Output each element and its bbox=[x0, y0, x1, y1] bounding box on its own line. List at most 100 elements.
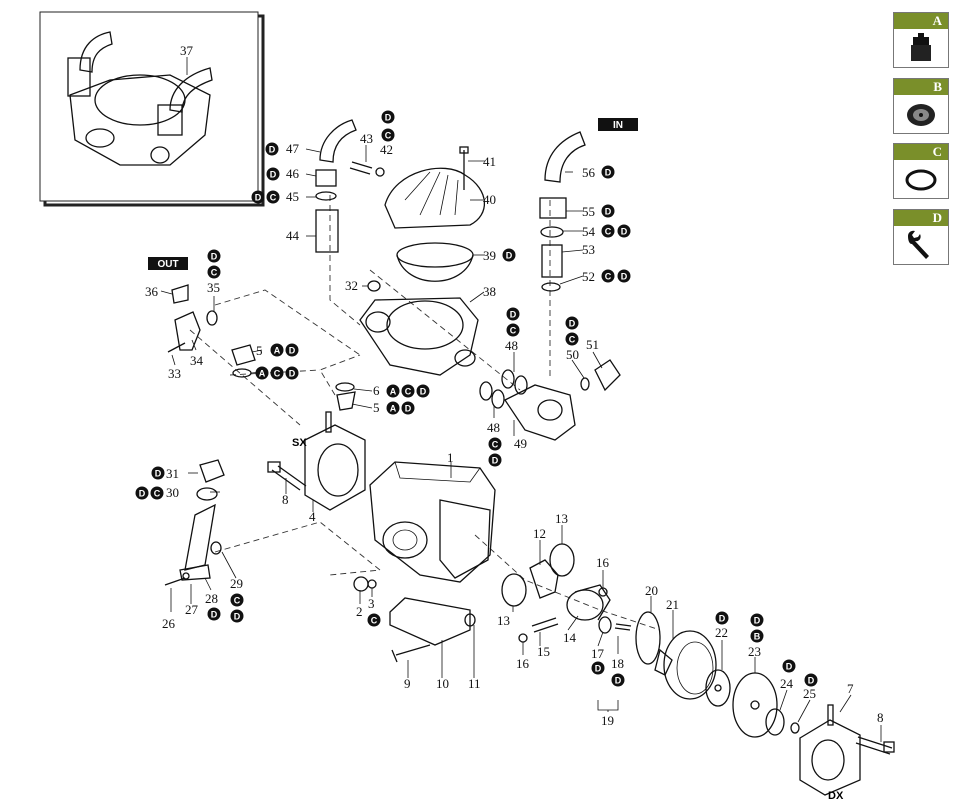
kit-badge-letter: C bbox=[605, 272, 612, 282]
kit-badge-d bbox=[782, 659, 796, 673]
out-tag: OUT bbox=[148, 257, 188, 270]
kit-badge-letter: C bbox=[274, 369, 281, 379]
kit-badge-letter: D bbox=[615, 676, 622, 686]
part-3: 3 bbox=[368, 596, 375, 611]
kit-badge-letter: D bbox=[255, 193, 262, 203]
kit-badge-letter: D bbox=[621, 272, 628, 282]
kit-badge-letter: C bbox=[385, 131, 392, 141]
part-25: 25 bbox=[803, 686, 816, 701]
kit-badge-letter: D bbox=[139, 489, 146, 499]
o-ring-icon bbox=[905, 169, 937, 191]
part-47: 47 bbox=[286, 141, 300, 156]
part-5b: 5 bbox=[373, 400, 380, 415]
part-24: 24 bbox=[780, 676, 794, 691]
part-5a: 5 bbox=[256, 343, 263, 358]
kit-badge-d bbox=[251, 190, 265, 204]
kit-badge-letter: D bbox=[510, 310, 517, 320]
kit-badge-letter: D bbox=[211, 610, 218, 620]
kit-badge-letter: D bbox=[289, 369, 296, 379]
part-17: 17 bbox=[591, 646, 605, 661]
part-16a: 16 bbox=[596, 555, 610, 570]
kit-legend-a: A bbox=[893, 12, 949, 68]
kit-legend-c: C bbox=[893, 143, 949, 199]
kit-badge-letter: D bbox=[270, 170, 277, 180]
kit-badge-letter: D bbox=[234, 612, 241, 622]
kit-badge-d bbox=[611, 673, 625, 687]
kit-badge-letter: D bbox=[289, 346, 296, 356]
part-23: 23 bbox=[748, 644, 761, 659]
kit-badge-d bbox=[601, 204, 615, 218]
kit-badge-letter: C bbox=[371, 616, 378, 626]
part-10: 10 bbox=[436, 676, 449, 691]
part-29: 29 bbox=[230, 576, 243, 591]
kit-badge-c bbox=[488, 437, 502, 451]
part-49: 49 bbox=[514, 436, 527, 451]
part-53: 53 bbox=[582, 242, 595, 257]
kit-badge-d bbox=[265, 142, 279, 156]
kit-badge-letter: D bbox=[621, 227, 628, 237]
kit-badge-letter: C bbox=[234, 596, 241, 606]
part-8b: 8 bbox=[877, 710, 884, 725]
in-tag: IN bbox=[598, 118, 638, 131]
kit-badge-letter: D bbox=[605, 168, 612, 178]
kit-badge-c bbox=[565, 332, 579, 346]
kit-badge-letter: D bbox=[786, 662, 793, 672]
part-1: 1 bbox=[447, 450, 454, 465]
part-8a: 8 bbox=[282, 492, 289, 507]
kit-badge-b bbox=[750, 629, 764, 643]
part-39: 39 bbox=[483, 248, 496, 263]
kit-badge-letter: C bbox=[270, 193, 277, 203]
valve-icon bbox=[911, 33, 931, 61]
wrench-icon bbox=[908, 230, 929, 259]
part-56: 56 bbox=[582, 165, 596, 180]
kit-badge-letter: D bbox=[595, 664, 602, 674]
part-18: 18 bbox=[611, 656, 624, 671]
kit-badge-letter: D bbox=[754, 616, 761, 626]
part-27: 27 bbox=[185, 602, 199, 617]
part-46: 46 bbox=[286, 166, 300, 181]
part-22: 22 bbox=[715, 625, 728, 640]
kit-badge-d bbox=[617, 224, 631, 238]
kit-badge-letter: D bbox=[808, 676, 815, 686]
leader-lines bbox=[160, 57, 882, 742]
part-26: 26 bbox=[162, 616, 176, 631]
kit-badge-letter: D bbox=[605, 207, 612, 217]
kit-badge-a bbox=[386, 384, 400, 398]
part-14: 14 bbox=[563, 630, 577, 645]
part-42: 42 bbox=[380, 142, 393, 157]
dx-label: DX bbox=[828, 790, 844, 802]
kit-badge-a bbox=[255, 366, 269, 380]
part-numbers: 1 2 3 4 5 5 6 6 7 8 8 9 10 11 12 13 13 1… bbox=[145, 43, 884, 728]
part-50: 50 bbox=[566, 347, 579, 362]
part-38: 38 bbox=[483, 284, 496, 299]
part-40: 40 bbox=[483, 192, 496, 207]
part-41: 41 bbox=[483, 154, 496, 169]
kit-badge-c bbox=[270, 366, 284, 380]
part-6b: 6 bbox=[373, 383, 380, 398]
part-12: 12 bbox=[533, 526, 546, 541]
kit-badge-d bbox=[601, 165, 615, 179]
kit-letter-d: D bbox=[894, 210, 948, 226]
part-9: 9 bbox=[404, 676, 411, 691]
part-48b: 48 bbox=[487, 420, 500, 435]
part-37: 37 bbox=[180, 43, 194, 58]
kit-badge-c bbox=[367, 613, 381, 627]
part-33: 33 bbox=[168, 366, 181, 381]
kit-badge-d bbox=[617, 269, 631, 283]
kit-badge-d bbox=[381, 110, 395, 124]
kit-badge-letter: D bbox=[420, 387, 427, 397]
part-7: 7 bbox=[847, 681, 854, 696]
part-31: 31 bbox=[166, 466, 179, 481]
kit-badge-letter: D bbox=[569, 319, 576, 329]
part-35: 35 bbox=[207, 280, 220, 295]
kit-badge-d bbox=[506, 307, 520, 321]
kit-letter-b: B bbox=[894, 79, 948, 95]
kit-badge-d bbox=[416, 384, 430, 398]
part-45: 45 bbox=[286, 189, 299, 204]
kit-badge-d bbox=[750, 613, 764, 627]
out-tag-label: OUT bbox=[157, 259, 178, 270]
kit-badge-letter: A bbox=[390, 404, 397, 414]
kit-badge-letter: D bbox=[385, 113, 392, 123]
kit-badge-letter: D bbox=[506, 251, 513, 261]
